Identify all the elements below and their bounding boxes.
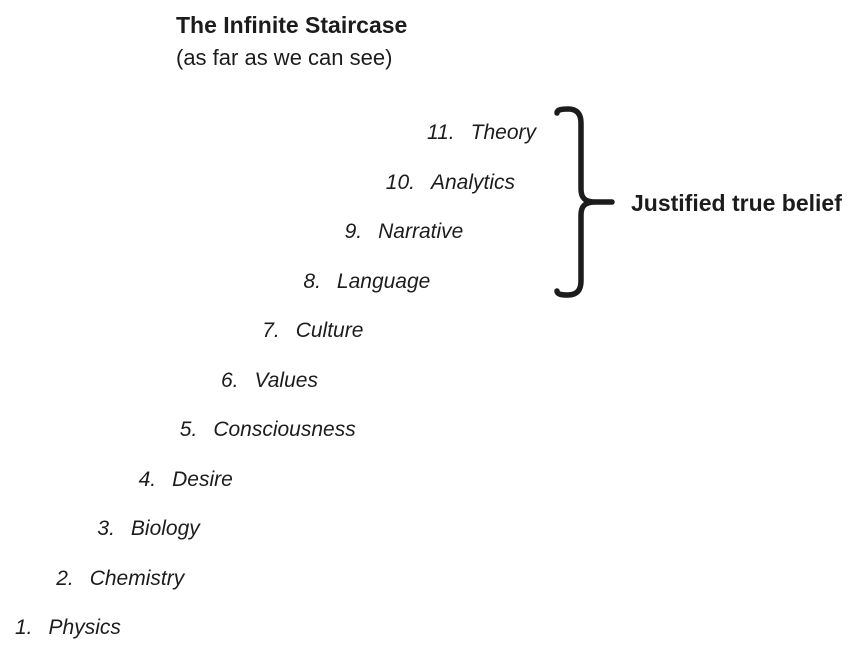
stair-row: 8. Language bbox=[303, 269, 430, 294]
justified-true-belief-label: Justified true belief bbox=[631, 190, 842, 216]
stair-label: Analytics bbox=[431, 170, 516, 194]
stair-label: Values bbox=[254, 368, 318, 392]
stair-label: Chemistry bbox=[89, 566, 185, 590]
stair-label: Physics bbox=[48, 616, 121, 639]
stair-row: 5. Consciousness bbox=[180, 417, 356, 442]
stair-number: 11. bbox=[427, 121, 455, 144]
stair-number: 2. bbox=[56, 566, 74, 590]
stair-label: Culture bbox=[295, 319, 364, 342]
stair-row: 7. Culture bbox=[262, 318, 363, 343]
curly-brace-icon bbox=[554, 106, 615, 298]
stair-row: 10. Analytics bbox=[386, 170, 515, 195]
stair-number: 9. bbox=[344, 220, 363, 243]
stair-label: Biology bbox=[130, 517, 200, 540]
stair-label: Consciousness bbox=[213, 418, 356, 441]
stair-label: Language bbox=[336, 269, 431, 293]
stair-number: 5. bbox=[179, 418, 198, 441]
stair-number: 4. bbox=[138, 467, 157, 491]
stair-label: Desire bbox=[172, 467, 233, 491]
stair-number: 7. bbox=[262, 319, 280, 342]
stair-row: 9. Narrative bbox=[345, 219, 464, 244]
stair-number: 8. bbox=[303, 269, 321, 293]
stair-row: 4. Desire bbox=[139, 467, 233, 492]
title-block: The Infinite Staircase (as far as we can… bbox=[176, 9, 407, 73]
stair-label: Narrative bbox=[378, 220, 464, 243]
stair-number: 6. bbox=[221, 368, 239, 392]
stair-label: Theory bbox=[470, 121, 536, 144]
stair-row: 3. Biology bbox=[97, 516, 199, 541]
slide-title: The Infinite Staircase bbox=[176, 12, 408, 38]
stair-number: 1. bbox=[15, 616, 33, 639]
stair-row: 11. Theory bbox=[427, 120, 536, 145]
stair-number: 10. bbox=[385, 170, 415, 194]
stair-row: 6. Values bbox=[221, 368, 318, 393]
stair-row: 2. Chemistry bbox=[56, 566, 184, 591]
stair-number: 3. bbox=[97, 517, 115, 540]
stair-row: 1. Physics bbox=[15, 615, 121, 640]
slide-subtitle: (as far as we can see) bbox=[176, 45, 393, 70]
